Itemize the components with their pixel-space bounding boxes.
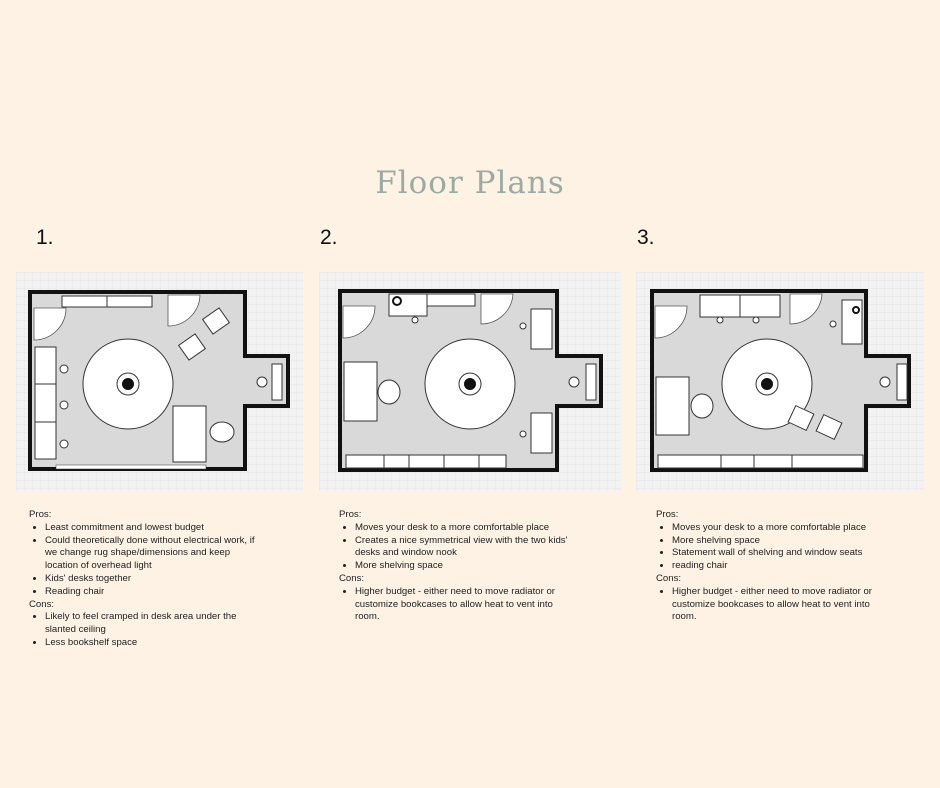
plan-number-2: 2. <box>320 226 338 249</box>
plan-notes-3: Pros: Moves your desk to a more comforta… <box>656 509 888 624</box>
page-title: Floor Plans <box>375 165 565 201</box>
pro-item: Moves your desk to a more comfortable pl… <box>672 522 888 535</box>
cons-label: Cons: <box>339 572 365 584</box>
pro-item: Least commitment and lowest budget <box>45 522 259 535</box>
con-item: Likely to feel cramped in desk area unde… <box>45 611 259 637</box>
pro-item: Kids' desks together <box>45 573 259 586</box>
pro-item: Statement wall of shelving and window se… <box>672 547 888 560</box>
pro-item: reading chair <box>672 560 888 573</box>
pro-item: Could theoretically done without electri… <box>45 535 259 573</box>
con-item: Less bookshelf space <box>45 637 259 650</box>
pro-item: Creates a nice symmetrical view with the… <box>355 535 569 561</box>
pros-label: Pros: <box>339 509 362 520</box>
pro-item: More shelving space <box>355 560 569 573</box>
cons-label: Cons: <box>29 598 55 610</box>
floor-plan-1 <box>16 272 303 491</box>
con-item: Higher budget - either need to move radi… <box>355 586 569 624</box>
pro-item: Reading chair <box>45 586 259 599</box>
con-item: Higher budget - either need to move radi… <box>672 586 888 624</box>
pro-item: Moves your desk to a more comfortable pl… <box>355 522 569 535</box>
cons-label: Cons: <box>656 572 682 584</box>
plan-number-1: 1. <box>36 226 54 249</box>
pros-label: Pros: <box>656 509 679 520</box>
floor-plan-2 <box>319 272 621 491</box>
floor-plan-3 <box>636 272 924 491</box>
pros-label: Pros: <box>29 509 52 520</box>
pro-item: More shelving space <box>672 535 888 548</box>
plan-notes-2: Pros: Moves your desk to a more comforta… <box>339 509 569 624</box>
plan-notes-1: Pros: Least commitment and lowest budget… <box>29 509 259 650</box>
plan-number-3: 3. <box>637 226 655 249</box>
